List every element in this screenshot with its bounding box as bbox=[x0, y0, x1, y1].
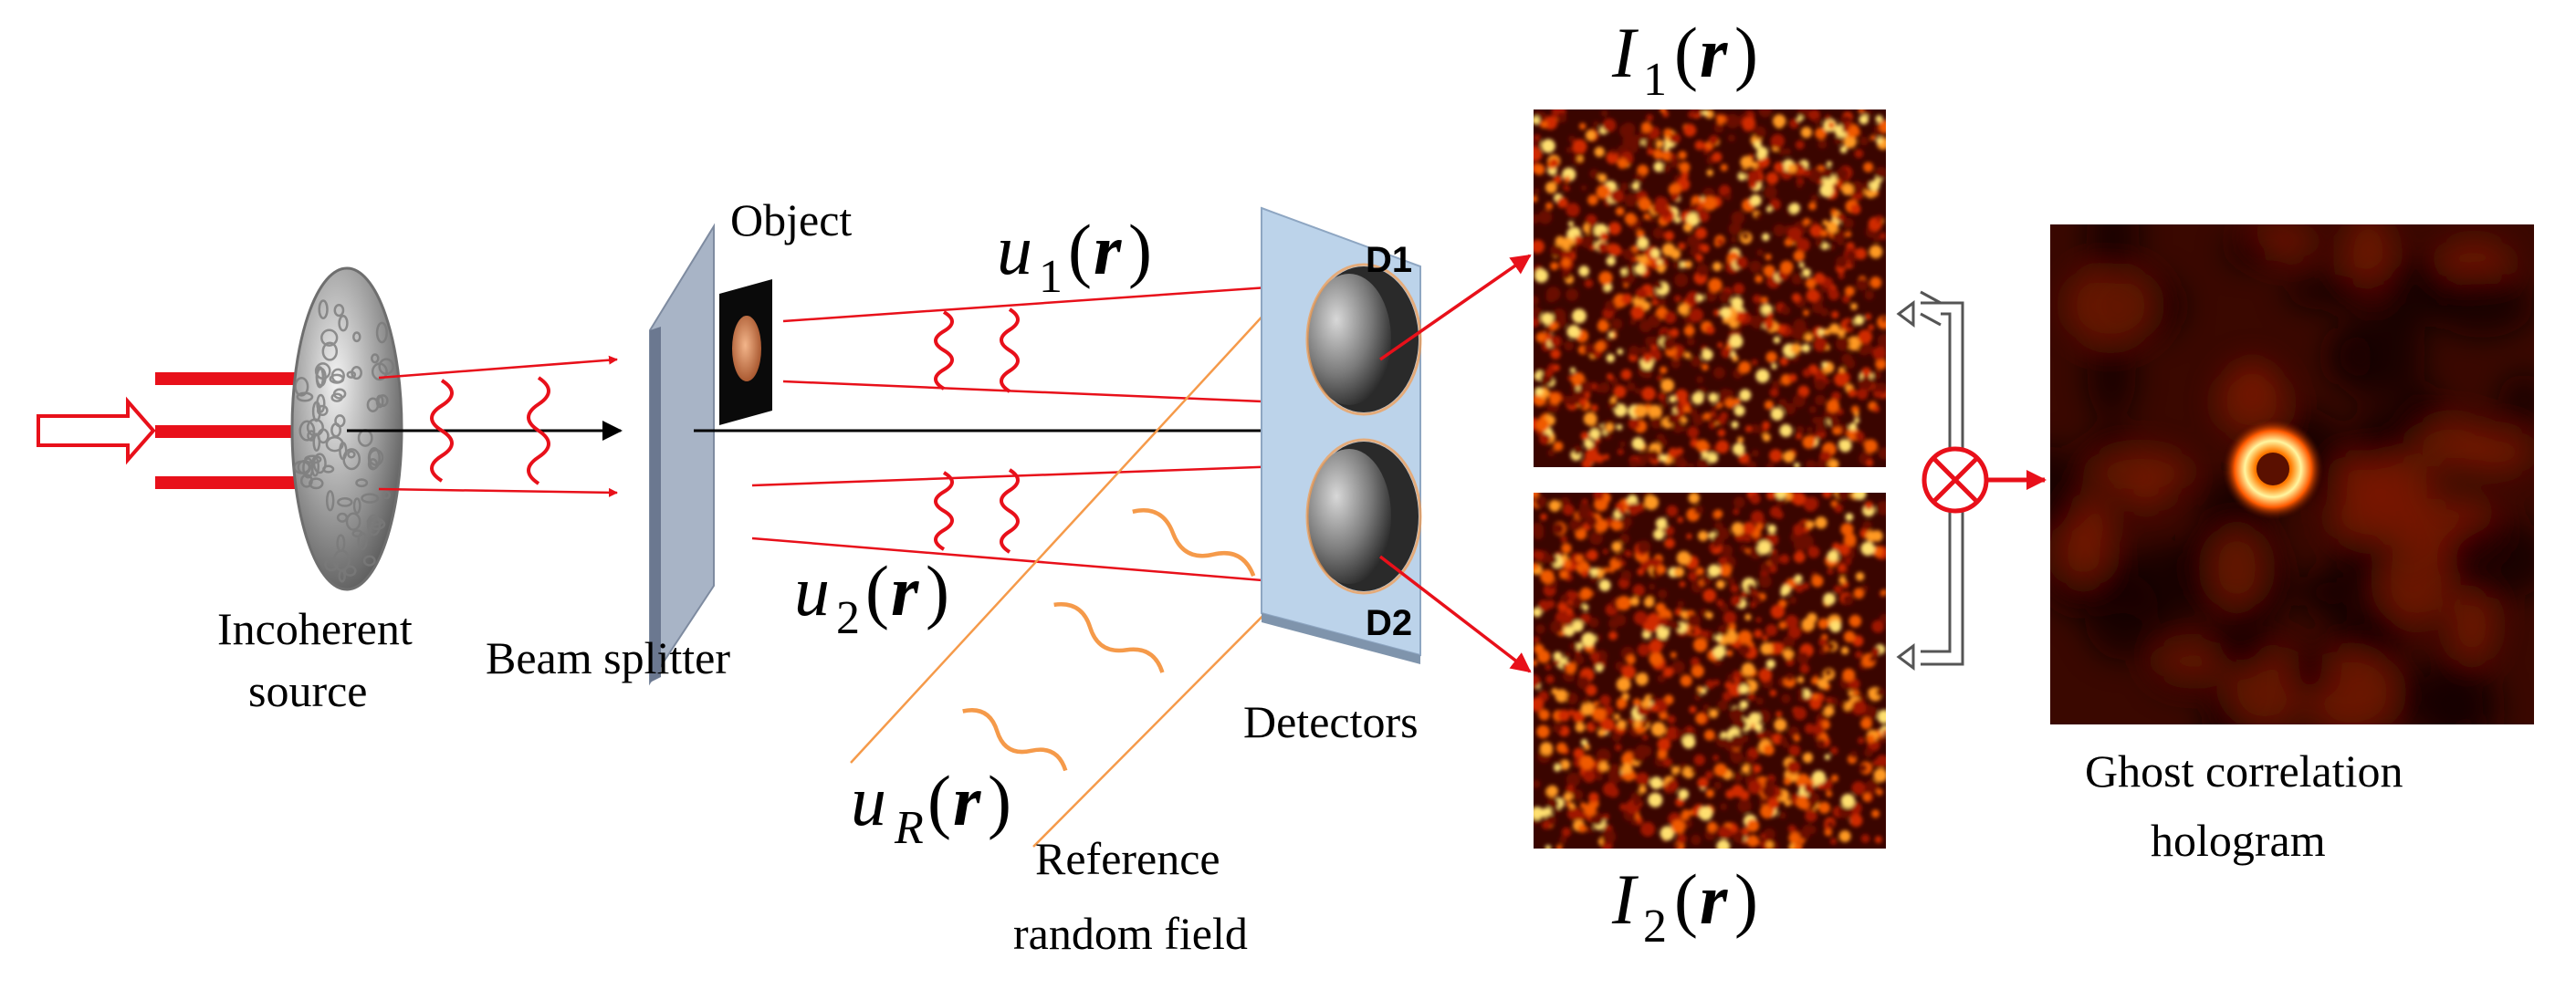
correlation-operator-icon bbox=[1922, 446, 1989, 514]
wavelet bbox=[1000, 468, 1020, 554]
speckle-image-i1 bbox=[1534, 109, 1886, 467]
source-to-splitter-beams bbox=[347, 355, 623, 497]
incoherent-source-diffuser bbox=[290, 266, 403, 591]
u1-var: r bbox=[1094, 210, 1122, 289]
I1-sub: 1 bbox=[1643, 54, 1667, 106]
detector-d2 bbox=[1305, 438, 1422, 595]
object-label: Object bbox=[730, 194, 852, 245]
incoherent-source-label-line2: source bbox=[248, 665, 368, 716]
I2-sub: 2 bbox=[1643, 901, 1667, 953]
reference-label-line2: random field bbox=[1013, 908, 1248, 959]
u2-var: r bbox=[891, 551, 919, 630]
input-beams bbox=[155, 372, 309, 489]
u2-open: ( bbox=[865, 551, 889, 630]
uR-close: ) bbox=[988, 761, 1011, 840]
reference-wavelet bbox=[962, 708, 1068, 772]
arm-2-beams bbox=[751, 461, 1308, 589]
reference-field-rays bbox=[850, 250, 1324, 848]
I2-close: ) bbox=[1734, 859, 1758, 939]
incoherent-source-label-line1: Incoherent bbox=[217, 603, 413, 654]
uR-open: ( bbox=[927, 761, 951, 840]
reference-wavelet bbox=[1053, 602, 1165, 673]
wavelet bbox=[934, 310, 954, 391]
wavelet bbox=[527, 376, 550, 485]
uR-var: r bbox=[953, 761, 981, 840]
arm-wavelets bbox=[934, 307, 1020, 554]
reference-wavelets bbox=[962, 508, 1256, 772]
u2-close: ) bbox=[926, 551, 949, 630]
I1-open: ( bbox=[1674, 13, 1698, 92]
wavelet bbox=[1000, 307, 1020, 393]
u2-base: u bbox=[794, 551, 830, 630]
I2-open: ( bbox=[1674, 859, 1698, 939]
I1-var: r bbox=[1700, 13, 1728, 92]
u1-close: ) bbox=[1128, 210, 1152, 289]
beam-splitter-plate bbox=[649, 223, 715, 686]
reference-label-line1: Reference bbox=[1035, 833, 1220, 884]
beam-splitter-label: Beam splitter bbox=[486, 632, 730, 683]
detector-d1-label: D1 bbox=[1366, 240, 1412, 280]
detector-d1 bbox=[1305, 263, 1422, 416]
I2-base: I bbox=[1611, 859, 1639, 939]
intensity-I1-label: I 1 ( r ) bbox=[1611, 13, 1758, 106]
detector-d2-label: D2 bbox=[1366, 603, 1412, 643]
u1-base: u bbox=[997, 210, 1032, 289]
arm-1-beams bbox=[782, 280, 1308, 408]
input-arrow bbox=[37, 396, 156, 465]
speckle-image-i2 bbox=[1534, 493, 1886, 849]
u1-open: ( bbox=[1068, 210, 1092, 289]
I2-var: r bbox=[1700, 859, 1728, 939]
I1-close: ) bbox=[1734, 13, 1758, 92]
wavelet bbox=[934, 471, 954, 551]
intensity-I2-label: I 2 ( r ) bbox=[1611, 859, 1758, 953]
uR-base: u bbox=[851, 761, 886, 840]
detectors-label: Detectors bbox=[1243, 696, 1419, 747]
reference-wavelet bbox=[1132, 508, 1256, 578]
u1-sub: 1 bbox=[1039, 251, 1063, 303]
uR-sub: R bbox=[894, 802, 924, 854]
object-sample bbox=[719, 279, 772, 425]
ghost-correlation-hologram-image bbox=[2050, 224, 2534, 724]
field-u2-label: u 2 ( r ) bbox=[794, 551, 949, 644]
source-wavelets bbox=[430, 376, 550, 485]
hologram-label-line2: hologram bbox=[2151, 815, 2326, 866]
hologram-label-line1: Ghost correlation bbox=[2085, 745, 2403, 797]
I1-base: I bbox=[1611, 13, 1639, 92]
wavelet bbox=[430, 379, 454, 483]
u2-sub: 2 bbox=[836, 592, 860, 644]
field-uR-label: u R ( r ) bbox=[851, 761, 1011, 854]
field-u1-label: u 1 ( r ) bbox=[997, 210, 1152, 303]
d1-to-i1-arrow bbox=[1379, 254, 1532, 361]
d2-to-i2-arrow bbox=[1378, 555, 1532, 673]
